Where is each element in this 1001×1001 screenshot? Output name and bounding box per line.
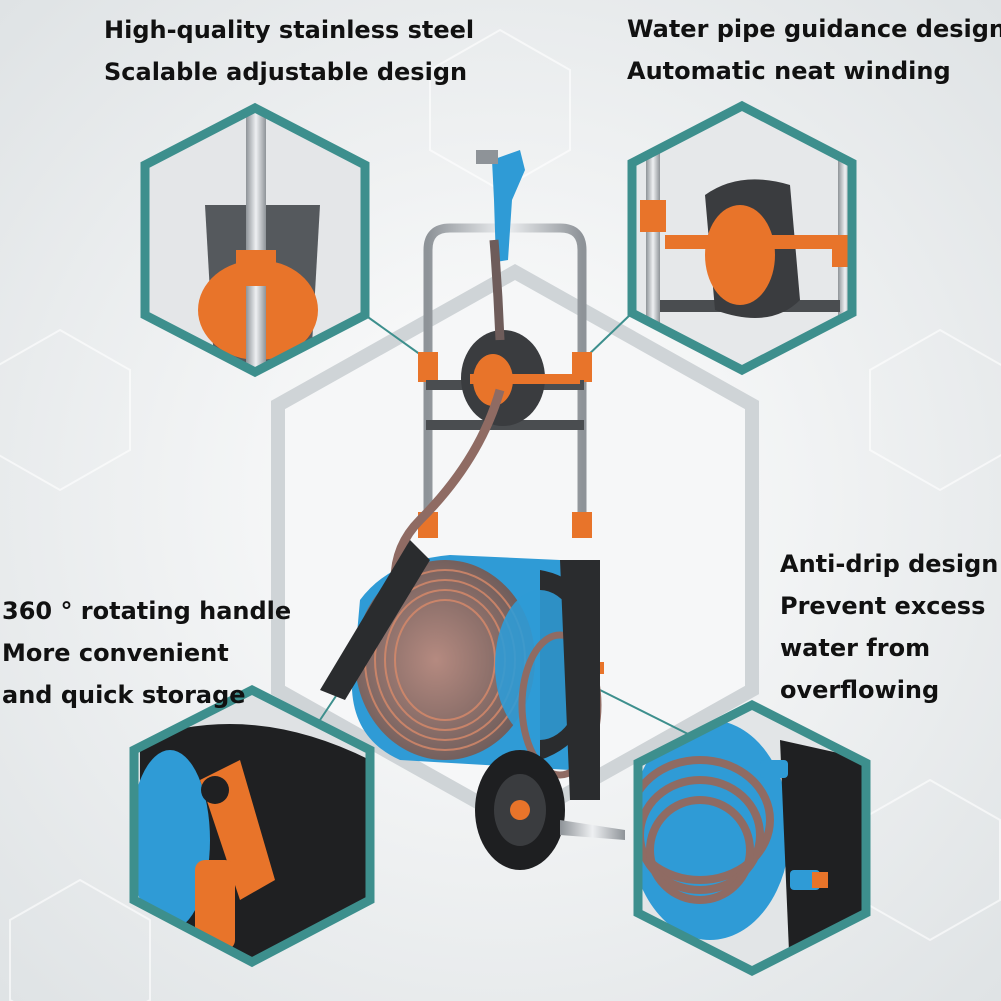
caption-line: overflowing bbox=[780, 676, 940, 704]
caption-line: Water pipe guidance design bbox=[627, 15, 1001, 43]
caption-anti-drip: Anti-drip design Prevent excess water fr… bbox=[780, 543, 998, 711]
caption-stainless-steel: High-quality stainless steel Scalable ad… bbox=[104, 9, 474, 93]
hexagon-border bbox=[129, 684, 375, 968]
caption-line: Prevent excess bbox=[780, 592, 986, 620]
caption-line: and quick storage bbox=[2, 681, 246, 709]
hose-reel-cart bbox=[320, 150, 625, 870]
background-hex-pattern bbox=[0, 28, 1001, 1001]
caption-line: water from bbox=[780, 634, 931, 662]
detail-hexagon-anti-drip bbox=[633, 699, 871, 977]
caption-line: Automatic neat winding bbox=[627, 57, 951, 85]
caption-line: Anti-drip design bbox=[780, 550, 999, 578]
detail-hexagon-steel-handle bbox=[140, 102, 370, 378]
hexagon-border bbox=[627, 100, 857, 376]
caption-rotating-handle: 360 ° rotating handle More convenient an… bbox=[2, 590, 291, 716]
detail-hexagon-guide bbox=[627, 100, 857, 376]
caption-line: 360 ° rotating handle bbox=[2, 597, 292, 625]
caption-water-pipe-guidance: Water pipe guidance design Automatic nea… bbox=[627, 8, 1001, 92]
hexagon-border bbox=[633, 699, 871, 977]
caption-line: More convenient bbox=[2, 639, 229, 667]
hexagon-border bbox=[140, 102, 370, 378]
caption-line: Scalable adjustable design bbox=[104, 58, 468, 86]
caption-line: High-quality stainless steel bbox=[104, 16, 475, 44]
detail-hexagon-rotating-handle bbox=[129, 684, 375, 968]
